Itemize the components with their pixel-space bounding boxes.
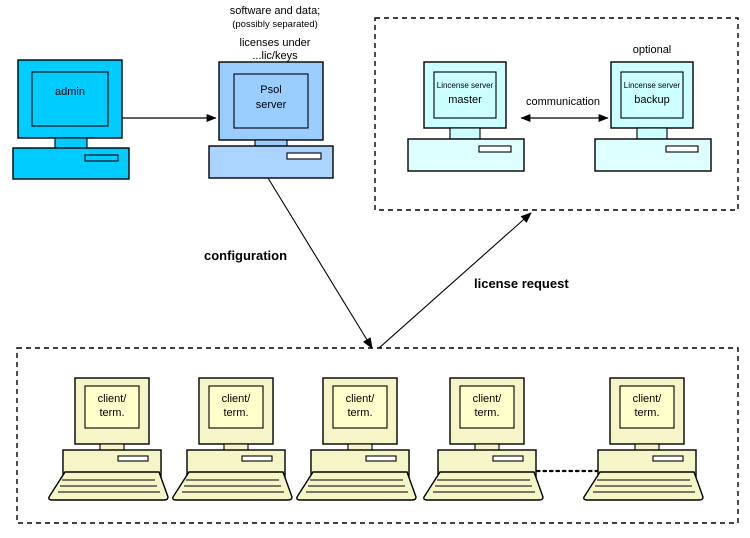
master-screen-label-line2: master xyxy=(448,94,482,106)
license-server-group-box xyxy=(374,17,739,211)
psol-server-computer[interactable]: Psol server xyxy=(208,61,334,179)
license-request-arrow xyxy=(378,212,532,349)
client4-screen xyxy=(459,385,515,429)
configuration-arrow xyxy=(267,177,373,349)
client5-screen xyxy=(619,385,675,429)
admin-computer[interactable]: admin xyxy=(12,59,130,180)
client4-screen-label-line1: client/ xyxy=(473,393,503,405)
client2-screen xyxy=(208,385,264,429)
license-request-label: license request xyxy=(474,276,569,291)
client2-screen-label-line2: term. xyxy=(223,407,248,419)
master-drive-slot xyxy=(478,145,512,153)
client-terminal-1[interactable]: client/ term. xyxy=(48,377,169,501)
master-screen-label-line1: Lincense server xyxy=(437,81,494,90)
client4-drive-slot xyxy=(492,455,524,462)
client2-screen-label-line1: client/ xyxy=(222,393,252,405)
backup-case xyxy=(594,138,712,172)
psol-screen-label-line2: server xyxy=(256,99,287,111)
software-and-data-note: software and data; (possibly separated) … xyxy=(230,5,321,62)
client3-screen-label-line2: term. xyxy=(347,407,372,419)
backup-screen-label-line2: backup xyxy=(634,94,669,106)
backup-monitor-neck xyxy=(636,127,668,140)
master-monitor-neck xyxy=(449,127,481,140)
optional-label: optional xyxy=(633,44,672,56)
client4-keyboard-rows xyxy=(433,479,535,493)
client5-drive-slot xyxy=(652,455,684,462)
licenses-note-line1: licenses under xyxy=(240,37,311,49)
backup-screen-label-line1: Lincense server xyxy=(624,81,681,90)
communication-link: communication xyxy=(520,96,609,122)
client-terminal-5[interactable]: client/ term. xyxy=(583,377,704,501)
client1-screen-label-line2: term. xyxy=(99,407,124,419)
software-note-line1: software and data; xyxy=(230,5,321,17)
psol-case xyxy=(208,145,334,179)
software-note-line2: (possibly separated) xyxy=(232,19,318,30)
client5-keyboard-rows xyxy=(593,479,695,493)
licenses-note-line2: ...lic/keys xyxy=(252,50,298,62)
client-terminal-2[interactable]: client/ term. xyxy=(172,377,293,501)
client3-keyboard-rows xyxy=(306,479,408,493)
communication-label: communication xyxy=(526,96,600,108)
backup-screen xyxy=(620,71,684,119)
license-request-link: license request xyxy=(378,212,569,349)
master-screen xyxy=(433,71,497,119)
client-group-box xyxy=(16,347,739,524)
admin-drive-slot xyxy=(84,154,119,162)
client-terminal-4[interactable]: client/ term. xyxy=(423,377,544,501)
client2-drive-slot xyxy=(241,455,273,462)
backup-drive-slot xyxy=(665,145,699,153)
client1-keyboard-rows xyxy=(58,479,160,493)
psol-screen-label-line1: Psol xyxy=(260,84,281,96)
admin-screen-label: admin xyxy=(55,86,85,98)
client3-screen-label-line1: client/ xyxy=(346,393,376,405)
client3-drive-slot xyxy=(365,455,397,462)
license-server-master[interactable]: Lincense server master xyxy=(407,61,525,172)
admin-screen xyxy=(31,71,109,127)
client-terminal-3[interactable]: client/ term. xyxy=(296,377,417,501)
psol-screen xyxy=(233,73,309,129)
client3-screen xyxy=(332,385,388,429)
admin-case xyxy=(12,147,130,180)
client1-screen-label-line1: client/ xyxy=(98,393,128,405)
psol-drive-slot xyxy=(286,152,322,160)
client2-keyboard-rows xyxy=(182,479,284,493)
license-server-backup[interactable]: optional Lincense server backup xyxy=(594,44,712,172)
client1-screen xyxy=(84,385,140,429)
master-case xyxy=(407,138,525,172)
client5-screen-label-line1: client/ xyxy=(633,393,663,405)
client5-screen-label-line2: term. xyxy=(634,407,659,419)
client4-screen-label-line2: term. xyxy=(474,407,499,419)
configuration-label: configuration xyxy=(204,248,287,263)
configuration-link: configuration xyxy=(204,177,373,349)
client1-drive-slot xyxy=(117,455,149,462)
